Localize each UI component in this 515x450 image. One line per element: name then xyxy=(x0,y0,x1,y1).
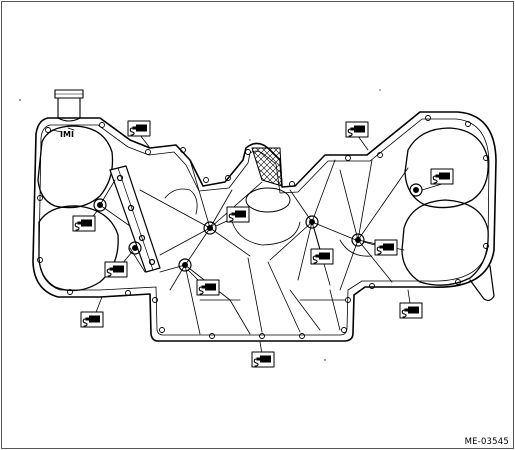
drain-spout xyxy=(469,265,495,302)
figure-code: ME-03545 xyxy=(464,437,509,447)
sealant-tube-icon xyxy=(80,311,104,328)
chain-guide-rail xyxy=(109,165,161,273)
bolt-boss xyxy=(93,198,107,212)
bolt-boss xyxy=(203,221,217,235)
hatched-window xyxy=(251,147,283,187)
sealant-tube-icon xyxy=(345,121,369,138)
sealant-tube-icon xyxy=(72,215,96,232)
embossed-mark: IMI xyxy=(60,130,74,139)
right-sprocket-housings xyxy=(401,127,489,286)
bolt-boss xyxy=(305,215,319,229)
bolt-bosses xyxy=(93,183,423,272)
reinforcing-ribs xyxy=(99,159,409,335)
sealant-tube-icon xyxy=(251,351,275,368)
sealant-tube-icon xyxy=(310,248,334,265)
cover-outline xyxy=(32,111,497,342)
bolt-boss xyxy=(351,233,365,247)
sealant-tube-icon xyxy=(226,206,250,223)
sealant-tube-icon xyxy=(196,279,220,296)
center-boss xyxy=(164,187,373,257)
bolt-boss xyxy=(128,241,142,255)
perimeter-bolt-holes xyxy=(37,115,489,339)
sealant-tube-icon xyxy=(104,261,128,278)
sealant-tube-icon xyxy=(399,302,423,319)
sealant-tube-icon xyxy=(374,239,398,256)
bolt-boss xyxy=(409,183,423,197)
sealant-tube-icon xyxy=(430,168,454,185)
print-specks xyxy=(19,89,381,361)
oil-filler-neck xyxy=(54,89,84,122)
bolt-boss xyxy=(178,258,192,272)
sealant-tube-icon xyxy=(127,120,151,137)
